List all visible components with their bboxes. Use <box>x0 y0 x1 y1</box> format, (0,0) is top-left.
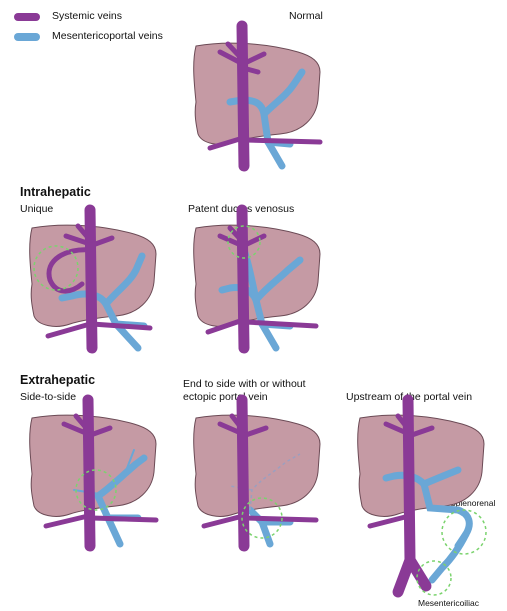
caval-vein-patent <box>242 210 244 348</box>
caval-vein-normal <box>242 26 244 166</box>
panel-end-to-side <box>194 400 320 546</box>
panel-unique <box>30 210 156 348</box>
panel-patent <box>194 210 320 348</box>
panel-normal <box>194 26 320 166</box>
panel-upstream <box>358 400 486 595</box>
caval-vein-side <box>88 400 90 546</box>
portal-vein-end <box>250 510 290 544</box>
caval-vein-unique <box>90 210 92 348</box>
panel-side-to-side <box>30 400 156 546</box>
